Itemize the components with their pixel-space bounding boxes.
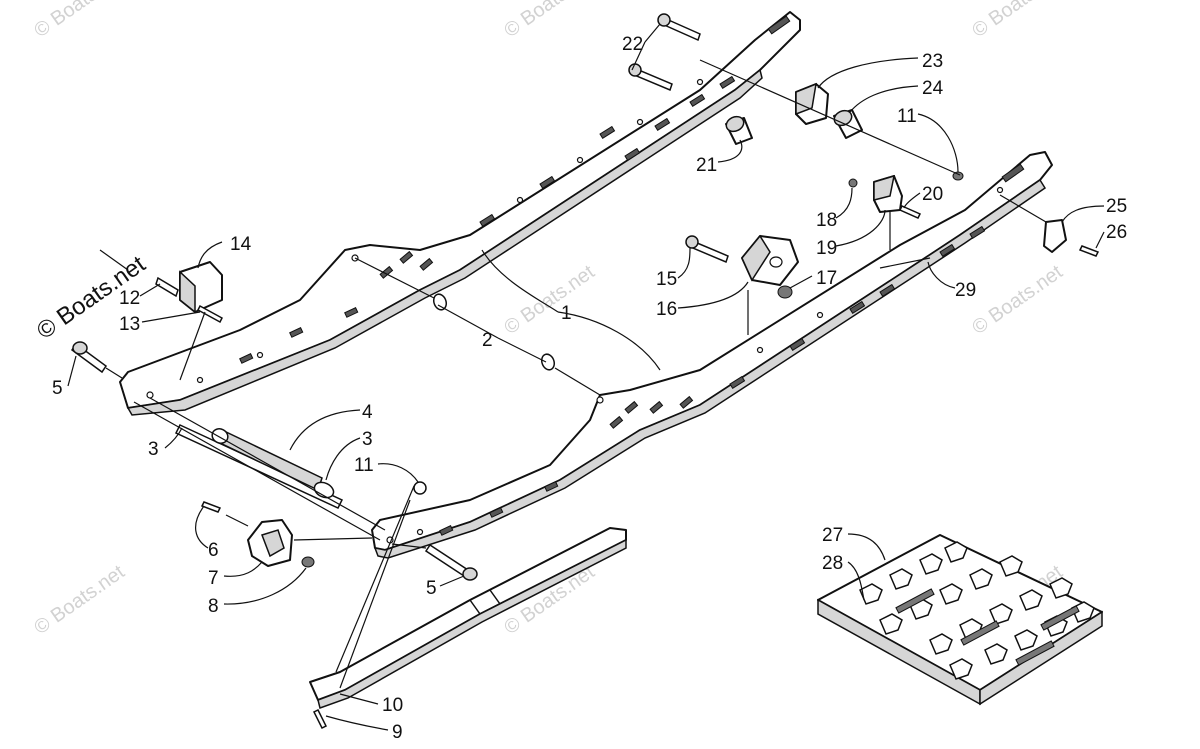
callout-20: 20 xyxy=(922,184,943,205)
callout-13: 13 xyxy=(119,314,140,335)
callout-10: 10 xyxy=(382,695,403,716)
stopper-14 xyxy=(99,249,223,381)
callout-29: 29 xyxy=(955,280,976,301)
callout-3: 3 xyxy=(362,429,373,450)
callout-17: 17 xyxy=(816,268,837,289)
watermark: © Boats.net xyxy=(968,261,1067,339)
cross-shafts xyxy=(133,397,386,541)
callout-24: 24 xyxy=(922,78,944,99)
end-cap-7 xyxy=(200,481,427,568)
callout-6: 6 xyxy=(208,540,219,561)
callout-2: 2 xyxy=(482,330,493,351)
callout-19: 19 xyxy=(816,238,837,259)
callout-22: 22 xyxy=(622,34,643,55)
watermark: © Boats.net xyxy=(500,261,599,339)
watermark: © Boats.net xyxy=(30,561,129,639)
watermark: © Boats.net xyxy=(30,0,129,42)
callout-11: 11 xyxy=(354,455,374,476)
callout-28: 28 xyxy=(822,553,843,574)
bolt-5-upper xyxy=(70,341,123,379)
callout-9: 9 xyxy=(392,722,403,743)
callout-16: 16 xyxy=(656,299,677,320)
watermark: © Boats.net xyxy=(968,0,1067,42)
callout-15: 15 xyxy=(656,269,677,290)
callout-18: 18 xyxy=(816,210,837,231)
callout-5: 5 xyxy=(426,578,437,599)
track-section xyxy=(817,534,1103,706)
callout-11: 11 xyxy=(897,106,917,127)
callout-27: 27 xyxy=(822,525,843,546)
callout-21: 21 xyxy=(696,155,717,176)
decal-29 xyxy=(879,257,931,269)
callout-3: 3 xyxy=(148,439,159,460)
callout-5: 5 xyxy=(52,378,63,399)
rail-holes xyxy=(386,186,1004,544)
track-clips xyxy=(895,588,1080,666)
right-hardware xyxy=(848,174,1100,257)
watermarks: © Boats.net © Boats.net © Boats.net © Bo… xyxy=(30,0,1067,639)
callout-23: 23 xyxy=(922,51,943,72)
callout-14: 14 xyxy=(230,234,252,255)
callout-1: 1 xyxy=(561,303,572,324)
callout-leaders xyxy=(67,23,1105,731)
callout-4: 4 xyxy=(362,402,373,423)
callout-12: 12 xyxy=(119,288,140,309)
upper-hardware xyxy=(628,13,964,181)
callout-26: 26 xyxy=(1106,222,1127,243)
rail-slots xyxy=(239,75,736,364)
rear-rail xyxy=(119,11,801,416)
callout-labels: 22 23 24 11 21 14 12 13 20 18 19 25 26 1… xyxy=(52,34,1127,743)
watermark: © Boats.net xyxy=(500,0,599,42)
front-rail xyxy=(371,151,1053,559)
callout-25: 25 xyxy=(1106,196,1127,217)
washers xyxy=(354,257,601,396)
rail-holes xyxy=(146,78,704,399)
wear-slide-10 xyxy=(309,485,627,730)
callout-8: 8 xyxy=(208,596,219,617)
bracket-16 xyxy=(685,234,799,335)
callout-7: 7 xyxy=(208,568,219,589)
rail-slots xyxy=(439,225,986,536)
